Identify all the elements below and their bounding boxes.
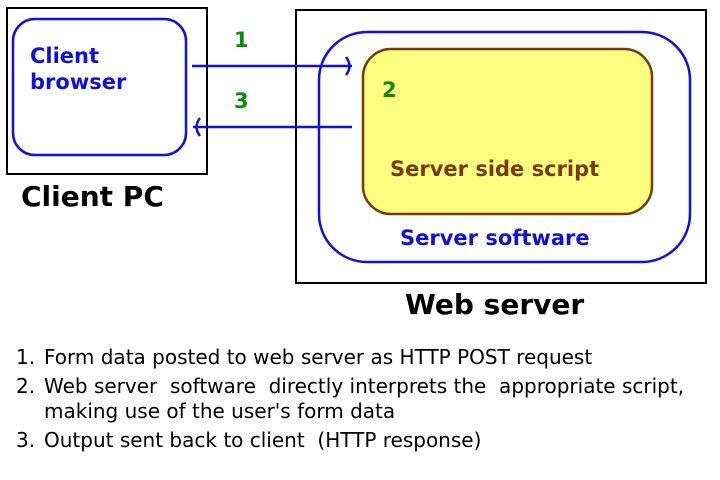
server-software-box [317, 30, 692, 264]
step-number: 2. [16, 374, 36, 398]
client-browser-label: Client browser [30, 44, 127, 94]
server-script-label: Server side script [390, 157, 600, 181]
step-item: 3. Output sent back to client (HTTP resp… [16, 428, 706, 453]
response-step-number: 3 [234, 89, 249, 113]
client-pc-label: Client PC [21, 180, 164, 213]
client-browser-box [11, 17, 188, 157]
server-script-box [361, 47, 654, 216]
step-text: Output sent back to client (HTTP respons… [44, 428, 482, 452]
step-item: 2. Web server software directly interpre… [16, 374, 706, 424]
processing-step-number: 2 [382, 78, 397, 102]
server-software-label: Server software [400, 226, 590, 250]
client-pc-box [6, 7, 208, 175]
step-item: 1. Form data posted to web server as HTT… [16, 345, 706, 370]
request-arrow [192, 56, 352, 76]
steps-list: 1. Form data posted to web server as HTT… [16, 345, 706, 457]
web-server-label: Web server [405, 288, 585, 321]
step-number: 3. [16, 428, 36, 452]
step-text: Web server software directly interprets … [44, 374, 691, 423]
web-server-box [295, 9, 707, 284]
response-arrow [193, 117, 352, 137]
step-number: 1. [16, 345, 36, 369]
step-text: Form data posted to web server as HTTP P… [44, 345, 593, 369]
request-step-number: 1 [234, 28, 249, 52]
